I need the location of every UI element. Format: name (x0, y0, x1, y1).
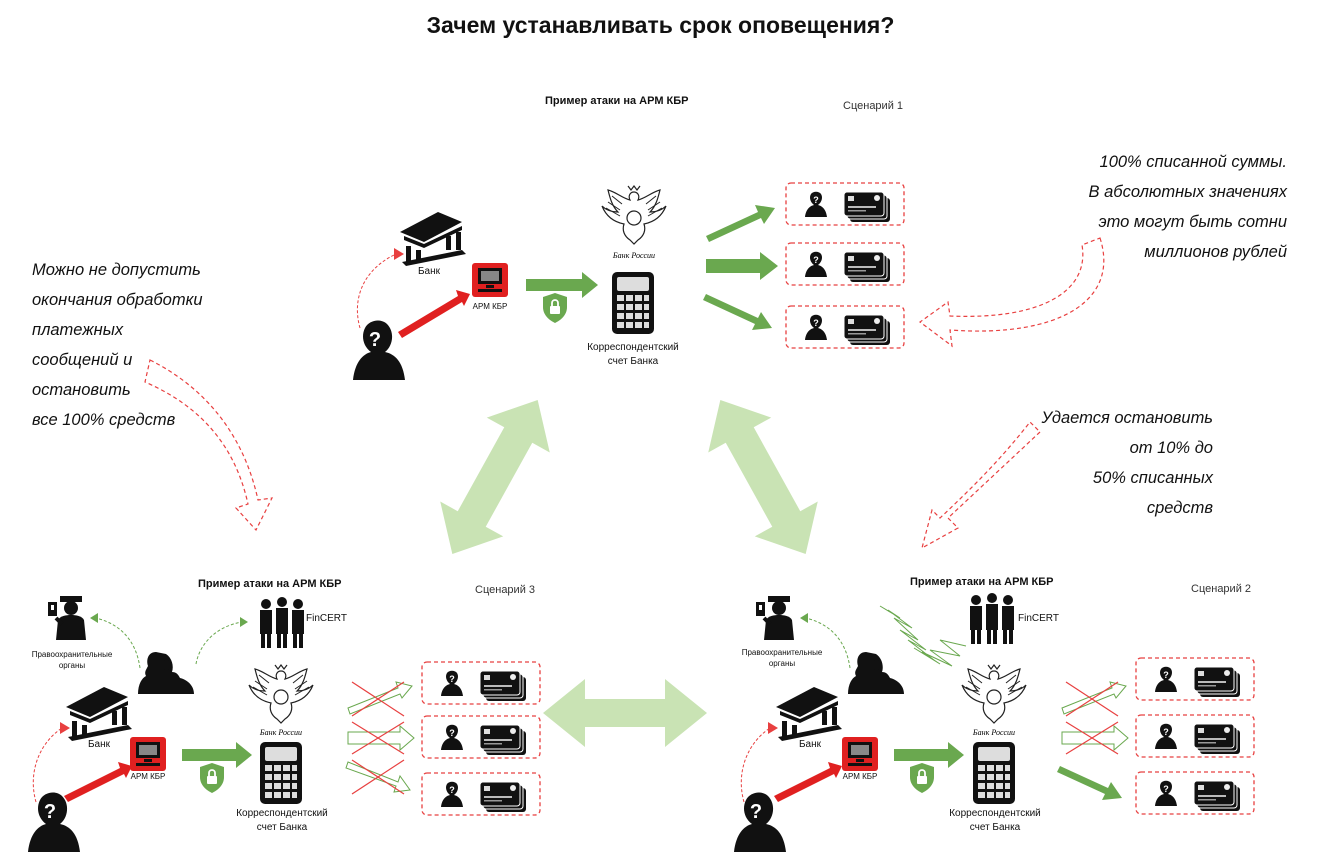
fincert-label: FinCERT (306, 613, 347, 624)
recipient-box (422, 716, 540, 758)
scenario1-subtitle: Пример атаки на АРМ КБР (545, 95, 689, 107)
person-on-phone-icon (848, 652, 904, 694)
shield-lock-icon (909, 762, 935, 794)
callout-arrow-mid-right (921, 421, 1041, 550)
fincert-label: FinCERT (1018, 613, 1059, 624)
calculator-icon (260, 742, 302, 804)
account-label-line1: Корреспондентский (587, 342, 679, 353)
recipient-box (1136, 715, 1254, 757)
note-mid-right: Удается остановить от 10% до 50% списанн… (1042, 403, 1214, 523)
note-line: остановить (32, 381, 131, 399)
bank-of-russia-emblem-icon (961, 664, 1027, 724)
note-line: это могут быть сотни (1098, 213, 1288, 231)
police-label-line2: органы (768, 659, 796, 668)
scribble-mark (879, 605, 967, 667)
police-officer-icon (46, 594, 88, 642)
recipient-box (422, 662, 540, 704)
seal-text: Банк России (612, 251, 655, 260)
computer-icon (472, 263, 508, 297)
recipient-box (786, 183, 904, 225)
fincert-group-icon (970, 593, 1014, 644)
person-on-phone-icon (138, 652, 194, 694)
account-label-line1: Корреспондентский (949, 808, 1041, 819)
shield-lock-icon (542, 292, 568, 324)
bank-icon (66, 687, 132, 741)
recipient-box (786, 306, 904, 348)
recipient-box (1136, 772, 1254, 814)
scenario1-graphics: Банк России (353, 183, 904, 380)
note-line: от 10% до (1129, 439, 1213, 457)
calculator-icon (612, 272, 654, 334)
police-label-line1: Правоохранительные (741, 648, 823, 657)
note-line: окончания обработки (32, 291, 203, 309)
account-label-line2: счет Банка (256, 822, 308, 833)
note-line: платежных (32, 321, 124, 339)
bank-of-russia-emblem-icon (601, 185, 667, 245)
note-line: сообщений и (32, 351, 133, 369)
computer-icon (130, 737, 166, 771)
note-line: средств (1146, 499, 1213, 517)
scenario3-subtitle: Пример атаки на АРМ КБР (198, 578, 342, 590)
note-line: Удается остановить (1041, 409, 1214, 427)
recipient-box (1136, 658, 1254, 700)
calculator-icon (973, 742, 1015, 804)
bank-icon (400, 212, 466, 266)
scenario1-label: Сценарий 1 (843, 100, 904, 112)
hacker-icon (353, 320, 405, 380)
callout-arrow-left (144, 359, 274, 532)
scenario2-graphics: Банк России (734, 593, 1254, 852)
police-label-line1: Правоохранительные (31, 650, 113, 659)
seal-text: Банк России (972, 728, 1015, 737)
link-arrow-scenario1-scenario3 (440, 400, 550, 554)
page-title: Зачем устанавливать срок оповещения? (426, 12, 895, 38)
arm-label: АРМ КБР (842, 772, 878, 781)
bank-label: Банк (798, 739, 822, 750)
police-officer-icon (754, 594, 796, 642)
note-line: 50% списанных (1092, 469, 1213, 487)
arm-label: АРМ КБР (130, 772, 166, 781)
scenario2-subtitle: Пример атаки на АРМ КБР (910, 576, 1054, 588)
note-line: 100% списанной суммы. (1099, 153, 1287, 171)
recipient-box (786, 243, 904, 285)
scenario2-label: Сценарий 2 (1191, 583, 1252, 595)
note-line: Можно не допустить (32, 261, 201, 279)
recipient-box (422, 773, 540, 815)
bank-of-russia-emblem-icon (248, 664, 314, 724)
shield-lock-icon (199, 762, 225, 794)
seal-text: Банк России (259, 728, 302, 737)
bank-icon (776, 687, 842, 741)
account-label-line1: Корреспондентский (236, 808, 328, 819)
account-label-line2: счет Банка (969, 822, 1021, 833)
police-label-line2: органы (58, 661, 86, 670)
arm-label: АРМ КБР (472, 302, 508, 311)
scenario3-graphics: Банк России (28, 594, 540, 852)
scenario3-label: Сценарий 3 (475, 584, 536, 596)
note-top-right: 100% списанной суммы. В абсолютных значе… (1089, 147, 1287, 267)
note-line: все 100% средств (32, 411, 176, 429)
link-arrow-scenario3-scenario2 (543, 679, 707, 747)
callout-arrow-top-right (918, 237, 1105, 348)
note-line: В абсолютных значениях (1088, 183, 1287, 201)
note-line: миллионов рублей (1144, 243, 1287, 261)
fincert-group-icon (260, 597, 304, 648)
bank-label: Банк (417, 266, 441, 277)
note-left: Можно не допустить окончания обработки п… (32, 255, 203, 435)
bank-label: Банк (87, 739, 111, 750)
link-arrow-scenario1-scenario2 (708, 400, 818, 554)
computer-icon (842, 737, 878, 771)
account-label-line2: счет Банка (607, 356, 659, 367)
